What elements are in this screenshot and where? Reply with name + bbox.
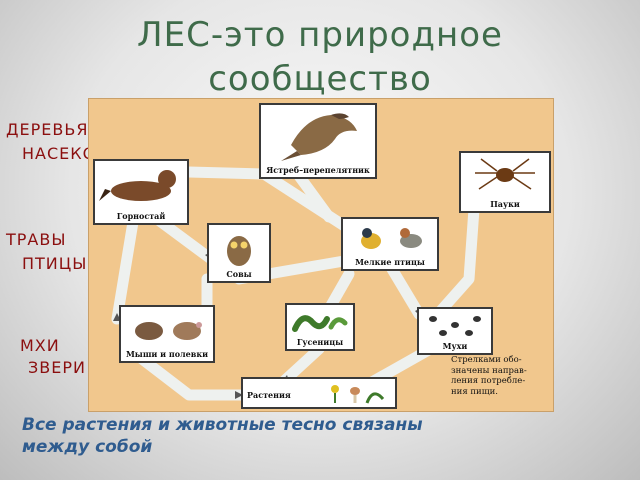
- node-small-birds-label: Мелкие птицы: [355, 257, 425, 267]
- node-owls-label: Совы: [226, 269, 252, 279]
- plants-icon: [331, 385, 385, 404]
- note-line-3: ления потребле-: [451, 376, 526, 386]
- owl-icon: [227, 236, 251, 266]
- note-line-4: ния пищи.: [451, 386, 498, 397]
- node-caterpillars: Гусеницы: [285, 303, 355, 351]
- node-stoat-label: Горностай: [116, 211, 166, 221]
- spider-icon: [475, 158, 535, 190]
- flies-icon: [429, 316, 481, 336]
- caterpillar-icon: [292, 315, 348, 332]
- label-birds: ПТИЦЫ: [22, 254, 88, 273]
- node-flies-label: Мухи: [442, 341, 468, 351]
- food-web-diagram: Ястреб–перепелятник Горностай Пауки Совы: [88, 98, 554, 412]
- label-beasts: ЗВЕРИ: [28, 358, 86, 377]
- node-mice: Мыши и полевки: [119, 305, 215, 363]
- arrow-legend-note: Стрелками обо- значены направ- ления пот…: [451, 355, 551, 397]
- node-spiders: Пауки: [459, 151, 551, 213]
- node-caterpillars-label: Гусеницы: [296, 337, 344, 347]
- node-plants: Растения: [241, 377, 397, 409]
- node-mice-label: Мыши и полевки: [125, 349, 209, 359]
- node-flies: Мухи: [417, 307, 493, 355]
- footer-line-1: Все растения и животные тесно связаны: [22, 415, 423, 435]
- footer-text: Все растения и животные тесно связаны ме…: [22, 414, 582, 458]
- label-trees: ДЕРЕВЬЯ: [6, 120, 89, 139]
- mice-icon: [135, 322, 202, 340]
- label-grasses: ТРАВЫ: [6, 230, 67, 249]
- title-line-1: ЛЕС-это природное: [137, 15, 503, 55]
- label-mosses: МХИ: [20, 336, 60, 355]
- node-spiders-label: Пауки: [490, 199, 520, 209]
- footer-line-2: между собой: [22, 437, 153, 457]
- note-line-2: значены направ-: [451, 365, 527, 376]
- node-hawk-label: Ястреб–перепелятник: [266, 165, 370, 175]
- node-hawk: Ястреб–перепелятник: [259, 103, 377, 179]
- node-owls: Совы: [207, 223, 271, 283]
- node-stoat: Горностай: [93, 159, 189, 225]
- note-line-1: Стрелками обо-: [451, 355, 522, 365]
- stoat-icon: [99, 170, 176, 201]
- node-plants-label: Растения: [247, 390, 291, 400]
- hawk-icon: [281, 113, 357, 161]
- title-line-2: сообщество: [208, 59, 432, 99]
- small-birds-icon: [361, 228, 422, 249]
- node-small-birds: Мелкие птицы: [341, 217, 439, 271]
